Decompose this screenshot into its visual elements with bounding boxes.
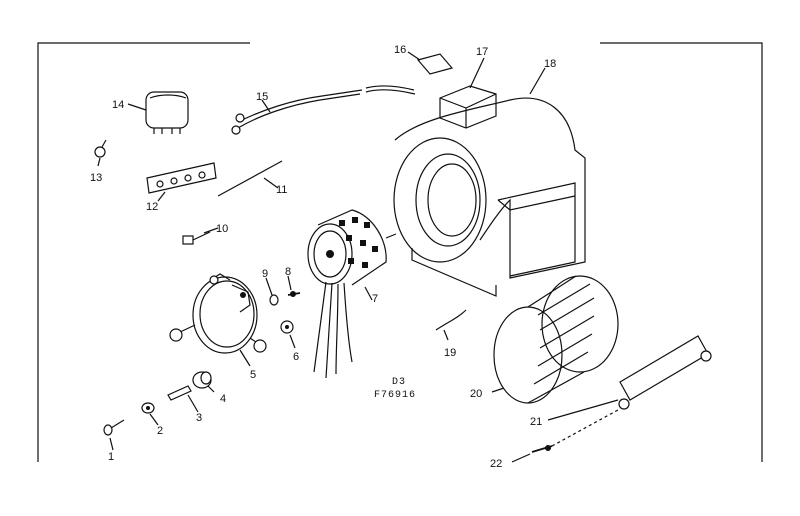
part-spring bbox=[435, 309, 467, 331]
callout-18: 18 bbox=[544, 58, 556, 70]
callout-8: 8 bbox=[285, 266, 291, 278]
callout-1: 1 bbox=[108, 451, 114, 463]
part-capacitor bbox=[145, 91, 189, 134]
drawing-code-line2: F76916 bbox=[374, 390, 416, 401]
callout-14: 14 bbox=[112, 99, 124, 111]
part-screw bbox=[103, 419, 125, 436]
part-small-washer bbox=[269, 294, 279, 306]
part-terminal-board bbox=[146, 162, 217, 194]
callout-2: 2 bbox=[157, 425, 163, 437]
frame-border bbox=[37, 42, 763, 462]
callout-3: 3 bbox=[196, 412, 202, 424]
part-washer bbox=[141, 402, 155, 414]
callout-17: 17 bbox=[476, 46, 488, 58]
callout-9: 9 bbox=[262, 268, 268, 280]
callout-16: 16 bbox=[394, 44, 406, 56]
callout-5: 5 bbox=[250, 369, 256, 381]
callout-labels: 1 2 3 4 5 6 7 8 9 10 11 12 13 14 15 16 1… bbox=[90, 44, 556, 470]
part-rod bbox=[217, 160, 283, 197]
part-grommet bbox=[192, 371, 212, 389]
callout-12: 12 bbox=[146, 201, 158, 213]
callout-11: 11 bbox=[276, 184, 287, 196]
part-nut bbox=[280, 320, 294, 334]
part-spacer bbox=[167, 385, 192, 401]
part-wire-harness bbox=[231, 85, 416, 135]
part-cover-plate bbox=[416, 53, 454, 75]
callout-21: 21 bbox=[530, 416, 542, 428]
callout-19: 19 bbox=[444, 347, 456, 359]
part-bracket bbox=[618, 335, 712, 410]
callout-6: 6 bbox=[293, 351, 299, 363]
part-clip bbox=[287, 291, 301, 297]
drawing-code-line1: D3 bbox=[392, 377, 406, 388]
part-junction-box bbox=[439, 85, 497, 129]
part-blower-housing bbox=[393, 97, 586, 297]
callout-13: 13 bbox=[90, 172, 102, 184]
part-ground-screw bbox=[94, 139, 107, 158]
callout-15: 15 bbox=[256, 91, 268, 103]
part-motor bbox=[307, 209, 397, 379]
leader-lines bbox=[97, 51, 619, 463]
part-mounting-screw bbox=[531, 445, 553, 453]
callout-4: 4 bbox=[220, 393, 226, 405]
callout-7: 7 bbox=[372, 293, 378, 305]
callout-20: 20 bbox=[470, 388, 482, 400]
drawing-code: D3 F76916 bbox=[374, 377, 416, 401]
part-motor-mount bbox=[169, 273, 267, 354]
part-blower-wheel bbox=[493, 275, 619, 404]
part-bolt bbox=[182, 231, 211, 245]
callout-22: 22 bbox=[490, 458, 502, 470]
callout-10: 10 bbox=[216, 223, 228, 235]
